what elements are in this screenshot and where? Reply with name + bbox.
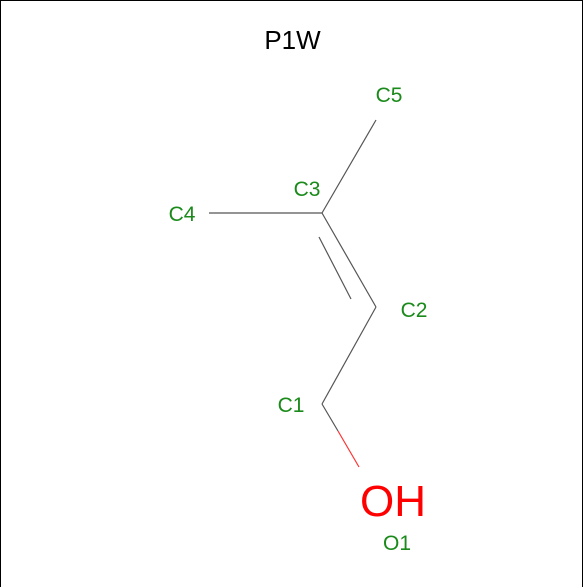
hydroxyl-group-label: OH [360,477,426,526]
atom-label-c2: C2 [401,299,428,322]
bond-c3-c5 [321,119,377,214]
atom-label-c1: C1 [278,394,305,417]
bond-c2-c1 [321,306,377,405]
atom-label-o1: O1 [383,532,411,555]
atom-label-c3: C3 [294,178,321,201]
bond-c3-c2-double [318,236,352,300]
bond-c3-c2 [321,212,377,308]
atom-label-c5: C5 [376,84,403,107]
bond-c1-o1-oxygen-part [337,430,360,468]
atom-label-c4: C4 [169,203,196,226]
bond-c1-o1 [321,403,339,432]
molecule-title: P1W [264,25,321,55]
